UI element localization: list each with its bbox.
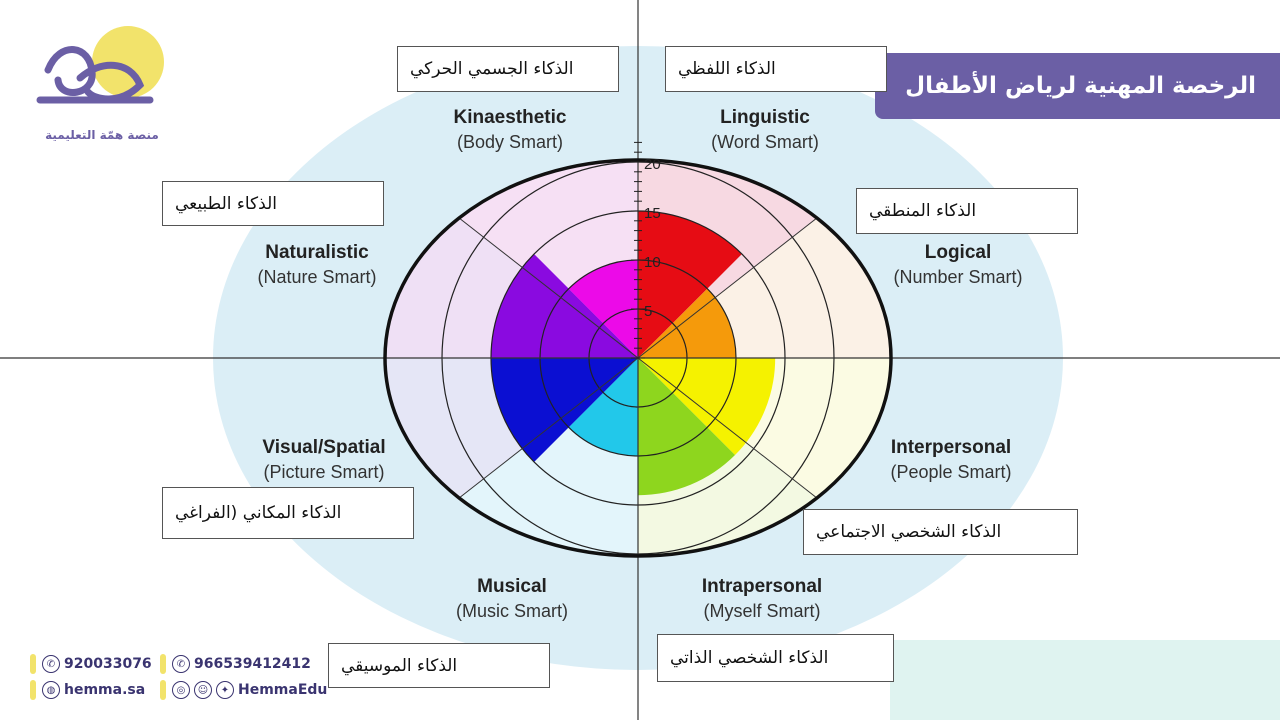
sector-level-musical bbox=[568, 358, 638, 456]
phone-2: ✆966539412412 bbox=[160, 654, 311, 674]
label-linguistic: Linguistic(Word Smart) bbox=[711, 107, 819, 152]
sector-divider bbox=[637, 217, 818, 359]
globe-icon: ◍ bbox=[42, 681, 60, 699]
course-title-banner: الرخصة المهنية لرياض الأطفال bbox=[875, 53, 1280, 119]
scale-label-20: 20 bbox=[644, 156, 661, 173]
twitter-icon: ✦ bbox=[216, 681, 234, 699]
whatsapp-icon: ✆ bbox=[172, 655, 190, 673]
arabic-box-naturalistic: الذكاء الطبيعي bbox=[162, 181, 384, 226]
sector-level-naturalistic bbox=[491, 254, 638, 358]
arabic-box-kinaesthetic: الذكاء الجسمي الحركي bbox=[397, 46, 619, 92]
arabic-box-musical: الذكاء الموسيقي bbox=[328, 643, 550, 688]
social-handle: ◎☺✦HemmaEdu bbox=[160, 680, 327, 700]
label-naturalistic: Naturalistic(Nature Smart) bbox=[257, 242, 377, 287]
label-intrapersonal: Intrapersonal(Myself Smart) bbox=[701, 576, 823, 621]
scale-label-10: 10 bbox=[644, 254, 661, 271]
phone-1: ✆920033076 bbox=[30, 654, 152, 674]
arabic-box-logical: الذكاء المنطقي bbox=[856, 188, 1078, 234]
label-musical: Musical(Music Smart) bbox=[456, 576, 568, 621]
sector-level-intrapersonal bbox=[638, 358, 736, 496]
sector-level-visual bbox=[491, 358, 638, 462]
banner-title: الرخصة المهنية لرياض الأطفال bbox=[905, 73, 1256, 99]
arabic-box-interpersonal: الذكاء الشخصي الاجتماعي bbox=[803, 509, 1078, 555]
scale-label-5: 5 bbox=[644, 303, 652, 320]
website: ◍hemma.sa bbox=[30, 680, 145, 700]
label-interpersonal: Interpersonal(People Smart) bbox=[890, 437, 1012, 482]
scale-label-15: 15 bbox=[644, 205, 661, 222]
sector-level-interpersonal bbox=[638, 358, 776, 456]
footer-pattern bbox=[890, 640, 1280, 720]
outer-ellipse bbox=[383, 158, 893, 558]
sector-level-logical bbox=[638, 288, 736, 358]
sector-level-kinaesthetic bbox=[568, 260, 638, 358]
sector-level-linguistic bbox=[638, 211, 742, 358]
arabic-box-visual: الذكاء المكاني (الفراغي bbox=[162, 487, 414, 539]
sector-divider bbox=[458, 357, 639, 499]
label-kinaesthetic: Kinaesthetic(Body Smart) bbox=[453, 107, 567, 152]
label-visual: Visual/Spatial(Picture Smart) bbox=[262, 437, 386, 482]
instagram-icon: ◎ bbox=[172, 681, 190, 699]
brand-name: منصة همّة التعليمية bbox=[45, 128, 159, 142]
phone-icon: ✆ bbox=[42, 655, 60, 673]
sector-divider bbox=[637, 357, 818, 499]
hemma-logo bbox=[36, 26, 164, 104]
label-logical: Logical(Number Smart) bbox=[893, 242, 1023, 287]
arabic-box-intrapersonal: الذكاء الشخصي الذاتي bbox=[657, 634, 894, 682]
arabic-box-linguistic: الذكاء اللفظي bbox=[665, 46, 887, 92]
snapchat-icon: ☺ bbox=[194, 681, 212, 699]
sector-divider bbox=[458, 217, 639, 359]
